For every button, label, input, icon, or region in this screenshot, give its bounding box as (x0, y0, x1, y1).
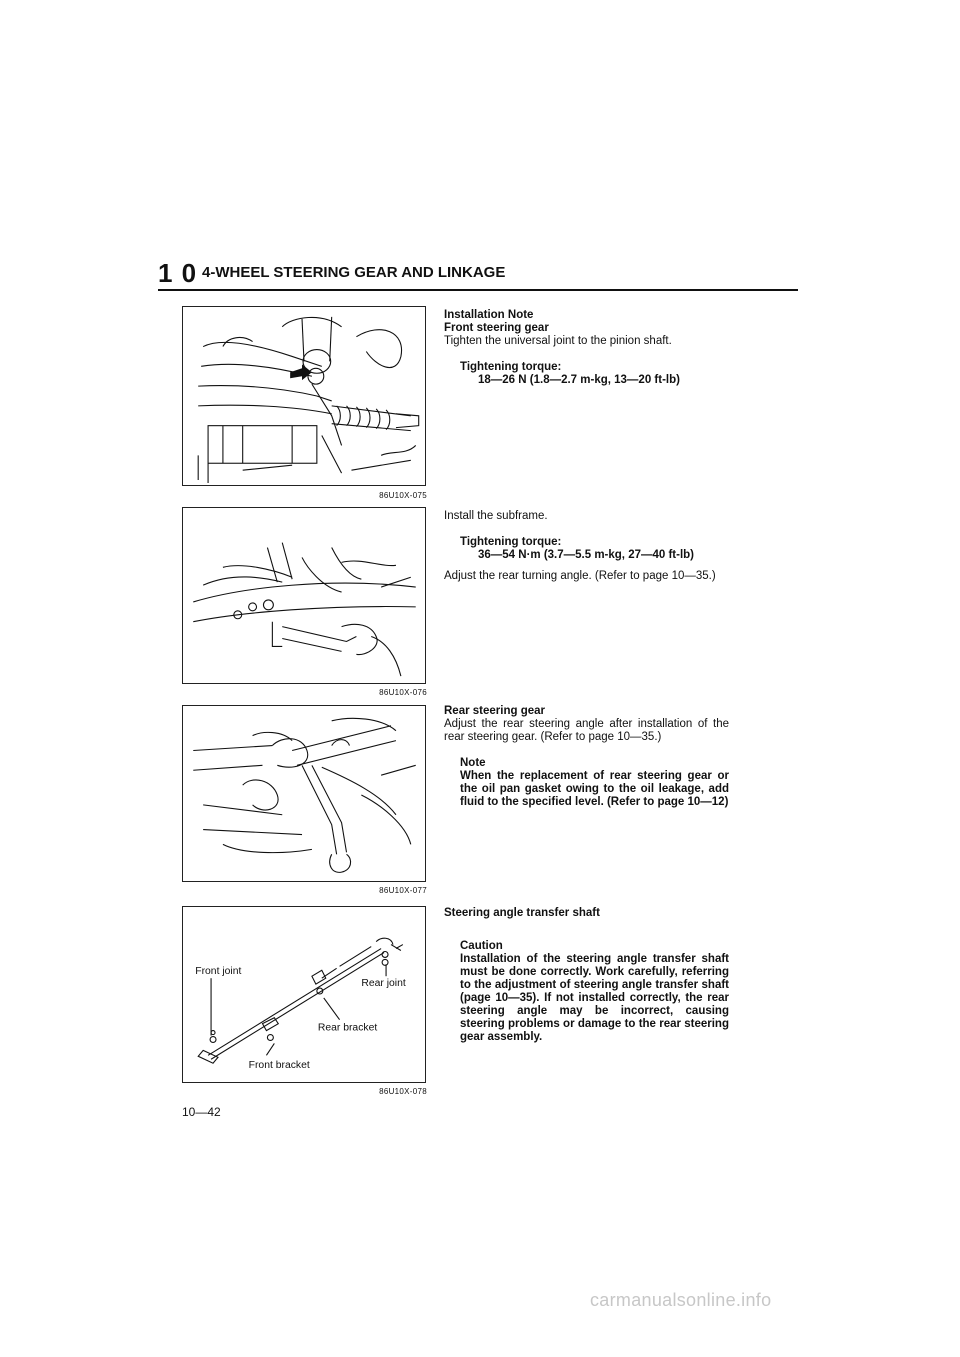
figure-rear-steering-gear-drawing (193, 717, 416, 873)
torque-value: 36—54 N·m (3.7—5.5 m-kg, 27—40 ft-lb) (478, 549, 695, 561)
label-rear-joint: Rear joint (361, 978, 406, 989)
section-body: Tighten the universal joint to the pinio… (444, 335, 672, 347)
figure-transfer-shaft: Front joint Rear joint Rear bracket Fron… (182, 906, 427, 1096)
caution-label: Caution (460, 940, 503, 952)
page-number: 10—42 (182, 1105, 221, 1119)
section-body: Install the subframe. (444, 510, 548, 522)
header-rule (158, 289, 798, 291)
note-text: When the replacement of rear steering ge… (460, 770, 729, 808)
label-front-bracket: Front bracket (249, 1060, 310, 1071)
figure-rear-steering-gear: 86U10X-077 (182, 705, 427, 895)
torque-label: Tightening torque: (460, 361, 562, 373)
watermark[interactable]: carmanualsonline.info (590, 1290, 772, 1310)
section-heading: Steering angle transfer shaft (444, 907, 600, 919)
figure-transfer-shaft-drawing: Front joint Rear joint Rear bracket Fron… (195, 937, 406, 1071)
chapter-number: 1 0 (158, 258, 198, 288)
figure-front-steering-gear: 86U10X-075 (182, 306, 427, 500)
section-subframe: Install the subframe. Tightening torque:… (444, 510, 729, 583)
chapter-title: 4-WHEEL STEERING GEAR AND LINKAGE (202, 264, 506, 281)
figure-code: 86U10X-077 (379, 886, 427, 895)
label-front-joint: Front joint (195, 966, 241, 977)
section-front-steering-gear: Installation Note Front steering gear Ti… (444, 309, 729, 387)
torque-label: Tightening torque: (460, 536, 562, 548)
figure-code: 86U10X-076 (379, 688, 427, 697)
section-body-2: Adjust the rear turning angle. (Refer to… (444, 570, 716, 582)
figure-subframe-drawing (193, 542, 416, 677)
section-body: Adjust the rear steering angle after ins… (444, 718, 729, 743)
section-subheading: Front steering gear (444, 322, 549, 334)
section-transfer-shaft: Steering angle transfer shaft Caution In… (444, 907, 729, 1044)
caution-text: Installation of the steering angle trans… (460, 953, 729, 1043)
figure-subframe: 86U10X-076 (182, 507, 427, 697)
section-heading: Installation Note (444, 309, 534, 321)
note-label: Note (460, 757, 486, 769)
label-rear-bracket: Rear bracket (318, 1023, 378, 1034)
torque-value: 18—26 N (1.8—2.7 m-kg, 13—20 ft-lb) (478, 374, 680, 386)
figure-front-steering-gear-drawing (197, 316, 420, 484)
figure-code: 86U10X-078 (379, 1087, 427, 1096)
figure-code: 86U10X-075 (379, 491, 427, 500)
page-header: 1 0 4-WHEEL STEERING GEAR AND LINKAGE (158, 258, 798, 291)
section-heading: Rear steering gear (444, 705, 545, 717)
section-rear-steering-gear: Rear steering gear Adjust the rear steer… (444, 705, 729, 809)
